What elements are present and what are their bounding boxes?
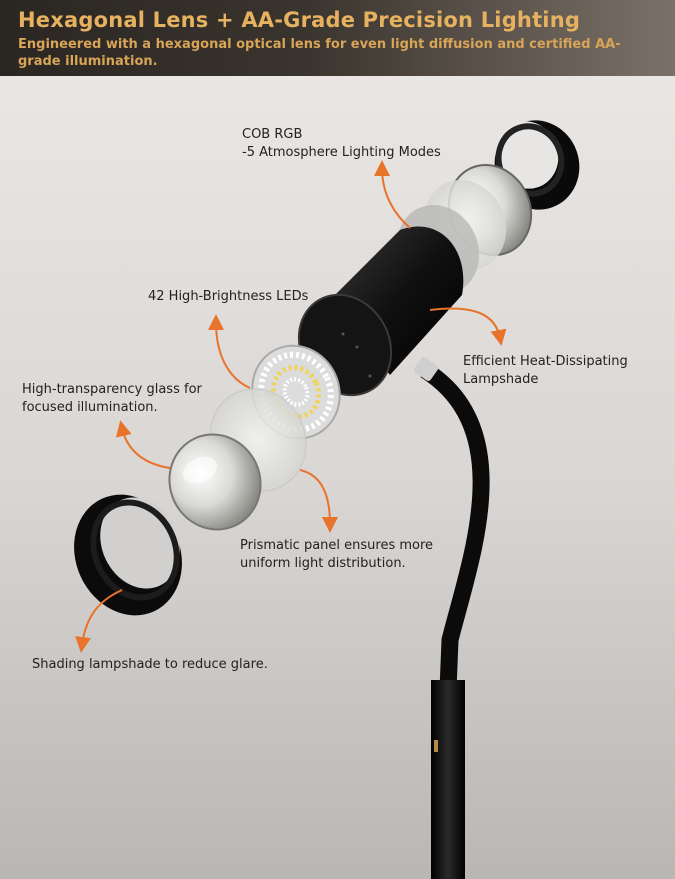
label-glass-line1: High-transparency glass for bbox=[22, 382, 202, 397]
shading-ring bbox=[74, 494, 182, 616]
label-shading: Shading lampshade to reduce glare. bbox=[32, 657, 268, 672]
arrow-heat bbox=[429, 307, 507, 346]
neck-joint bbox=[413, 357, 439, 381]
label-heat-line1: Efficient Heat-Dissipating bbox=[463, 354, 628, 369]
label-cob-rgb-line2: -5 Atmosphere Lighting Modes bbox=[242, 145, 441, 160]
label-cob-rgb: COB RGB -5 Atmosphere Lighting Modes bbox=[242, 126, 441, 162]
label-prism-line2: uniform light distribution. bbox=[240, 556, 406, 571]
glass-lens bbox=[168, 433, 262, 531]
label-heat: Efficient Heat-Dissipating Lampshade bbox=[463, 353, 628, 389]
arrow-prism bbox=[299, 469, 338, 533]
lamp-pole bbox=[431, 680, 465, 879]
label-glass-line2: focused illumination. bbox=[22, 400, 158, 415]
arrow-glass bbox=[115, 420, 171, 469]
label-leds: 42 High-Brightness LEDs bbox=[148, 289, 309, 304]
arrow-shading bbox=[75, 589, 123, 653]
page-title: Hexagonal Lens + AA-Grade Precision Ligh… bbox=[18, 8, 581, 32]
arrow-leds bbox=[208, 314, 251, 389]
label-prism: Prismatic panel ensures more uniform lig… bbox=[240, 537, 433, 573]
header-banner: Hexagonal Lens + AA-Grade Precision Ligh… bbox=[0, 0, 675, 76]
gooseneck bbox=[420, 362, 490, 691]
page-subtitle: Engineered with a hexagonal optical lens… bbox=[18, 37, 621, 69]
label-cob-rgb-line1: COB RGB bbox=[242, 127, 303, 142]
label-heat-line2: Lampshade bbox=[463, 372, 539, 387]
pole-switch bbox=[434, 740, 438, 752]
arrow-cob bbox=[374, 160, 411, 229]
label-prism-line1: Prismatic panel ensures more bbox=[240, 538, 434, 553]
label-glass: High-transparency glass for focused illu… bbox=[22, 381, 202, 417]
